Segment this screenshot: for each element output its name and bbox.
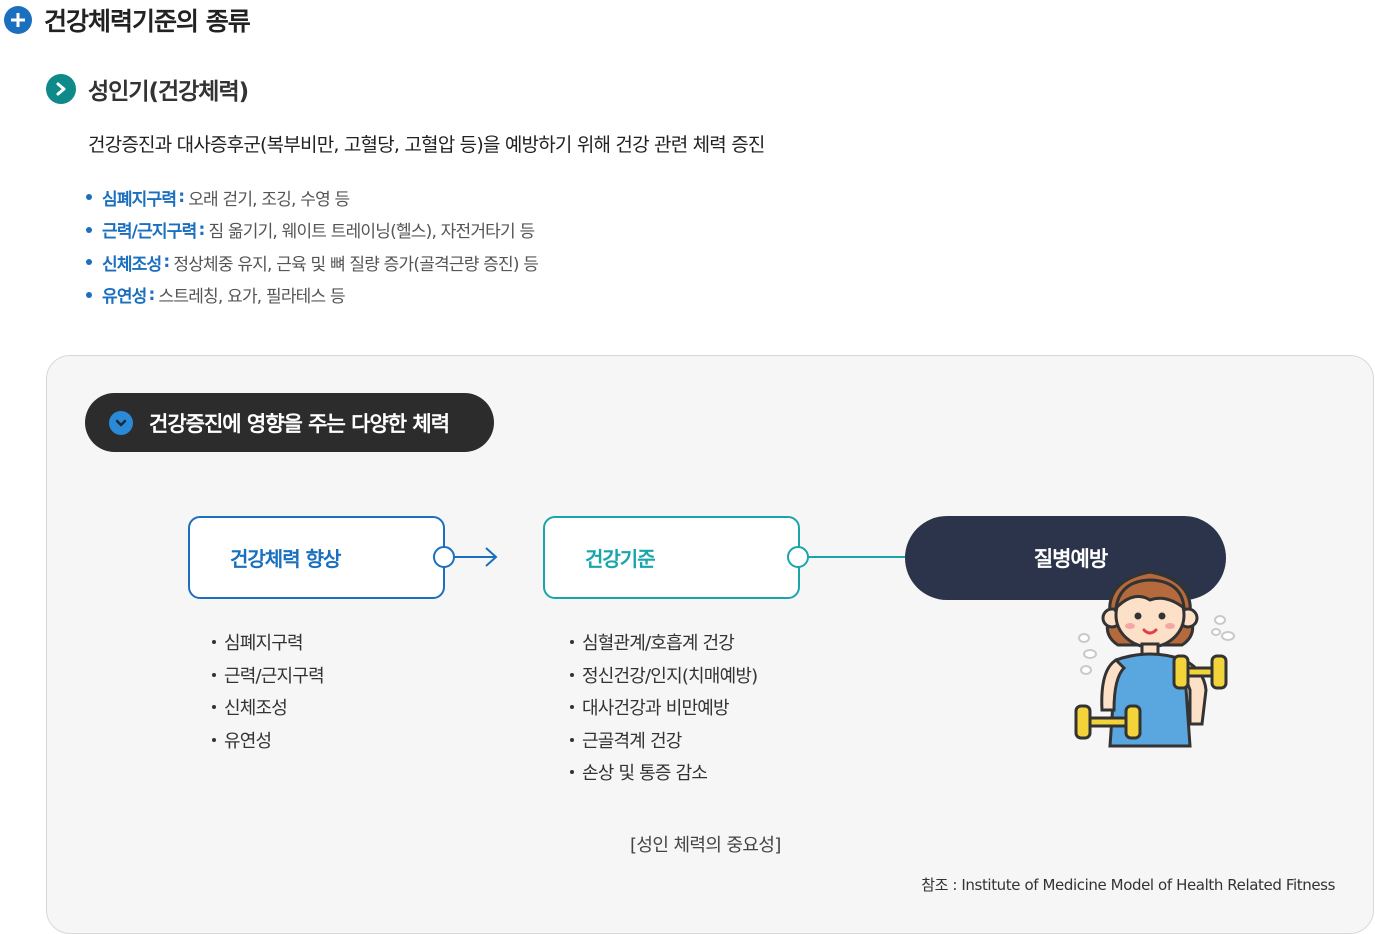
reference-note: 참조 : Institute of Medicine Model of Heal…	[921, 876, 1335, 894]
bullet-text: 짐 옮기기, 웨이트 트레이닝(헬스), 자전거타기 등	[208, 222, 535, 243]
chevron-down-circle-icon	[109, 410, 133, 435]
list-item: 근력/근지구력:짐 옮기기, 웨이트 트레이닝(헬스), 자전거타기 등	[86, 214, 538, 247]
section-subtitle: 성인기(건강체력)	[88, 79, 249, 105]
sweat-drops-icon	[1078, 615, 1235, 675]
flow-box-label: 건강기준	[585, 547, 656, 571]
panel-heading-pill: 건강증진에 영향을 주는 다양한 체력	[85, 393, 494, 452]
plus-circle-icon	[4, 6, 32, 34]
bullet-text: 오래 걷기, 조깅, 수영 등	[188, 189, 350, 210]
woman-dumbbell-illustration	[1074, 570, 1235, 748]
list-item: 신체조성:정상체중 유지, 근육 및 뼈 질량 증가(골격근량 증진) 등	[86, 246, 539, 279]
fitness-components-list: 심폐지구력 근력/근지구력 신체조성 유연성	[212, 626, 325, 757]
bullet-term: 신체조성	[102, 254, 162, 275]
list-item: 근력/근지구력	[212, 659, 325, 692]
page-title-row: 건강체력기준의 종류	[4, 2, 251, 38]
bullet-dot	[86, 194, 92, 201]
list-item: 심폐지구력	[212, 626, 324, 659]
section-description: 건강증진과 대사증후군(복부비만, 고혈당, 고혈압 등)을 예방하기 위해 건…	[88, 134, 765, 156]
bullet-term: 유연성	[102, 287, 147, 308]
flow-box-fitness-improvement: 건강체력 향상	[188, 516, 445, 599]
list-item: 손상 및 통증 감소	[570, 756, 757, 789]
list-item: 대사건강과 비만예방	[570, 691, 757, 724]
section-subtitle-row: 성인기(건강체력)	[46, 72, 249, 106]
list-item: 유연성:스트레칭, 요가, 필라테스 등	[86, 279, 538, 312]
diagram-caption: [성인 체력의 중요성]	[630, 835, 781, 856]
list-item: 근골격계 건강	[570, 724, 757, 757]
bullet-text: 정상체중 유지, 근육 및 뼈 질량 증가(골격근량 증진) 등	[173, 254, 539, 275]
bullet-dot	[86, 226, 92, 233]
health-standards-list: 심혈관계/호흡계 건강 정신건강/인지(치매예방) 대사건강과 비만예방 근골격…	[570, 626, 758, 789]
bullet-term: 근력/근지구력	[102, 222, 197, 243]
dumbbell-icon	[1172, 654, 1228, 690]
list-item: 심혈관계/호흡계 건강	[570, 626, 757, 659]
flow-box-label: 질병예방	[1033, 547, 1108, 571]
chevron-right-circle-icon	[46, 74, 76, 104]
dumbbell-icon	[1074, 704, 1142, 740]
bullet-dot	[86, 259, 92, 266]
list-item: 심폐지구력:오래 걷기, 조깅, 수영 등	[86, 181, 538, 214]
flow-box-label: 건강체력 향상	[230, 547, 341, 571]
page-title: 건강체력기준의 종류	[44, 7, 251, 36]
list-item: 유연성	[212, 724, 324, 757]
bullet-dot	[86, 291, 92, 298]
list-item: 신체조성	[212, 691, 324, 724]
bullet-term: 심폐지구력	[102, 189, 177, 210]
flow-box-health-standard: 건강기준	[543, 516, 800, 599]
panel-heading-text: 건강증진에 영향을 주는 다양한 체력	[149, 411, 450, 436]
fitness-bullet-list: 심폐지구력:오래 걷기, 조깅, 수영 등 근력/근지구력:짐 옮기기, 웨이트…	[86, 181, 539, 312]
list-item: 정신건강/인지(치매예방)	[570, 659, 758, 692]
bullet-text: 스트레칭, 요가, 필라테스 등	[158, 287, 346, 308]
